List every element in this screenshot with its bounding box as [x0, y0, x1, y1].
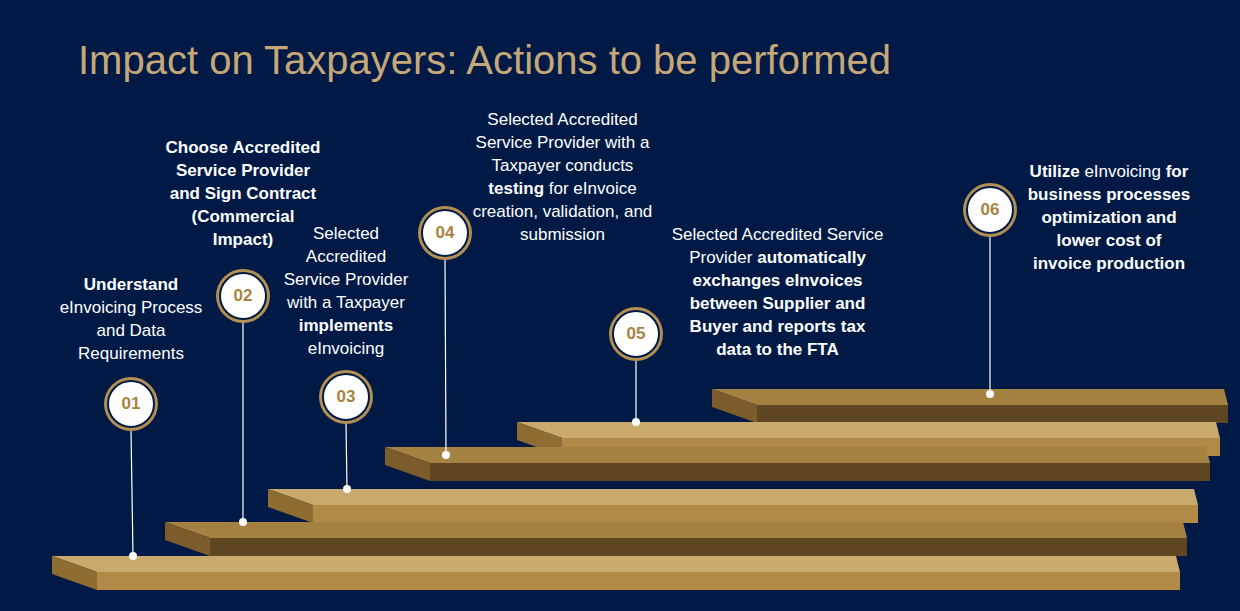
step-front	[97, 572, 1180, 590]
leader-dot	[239, 518, 247, 526]
step-end	[385, 447, 430, 481]
step-description: Choose Accredited Service Provider and S…	[163, 136, 323, 251]
step-description: Understand eInvoicing Process and Data R…	[56, 273, 206, 365]
step-description: Utilize eInvoicing for business processe…	[1025, 160, 1193, 275]
leader-dot	[442, 451, 450, 459]
step-description: Selected Accredited Service Provider wit…	[470, 108, 655, 246]
step-end	[712, 389, 757, 423]
leader-line	[445, 259, 446, 455]
callout-number: 03	[324, 375, 368, 419]
leader-line	[242, 322, 243, 522]
step-top	[52, 556, 1180, 572]
callout-number: 05	[614, 312, 658, 356]
step-circle: Understand eInvoicing Process and Data R…	[107, 380, 155, 428]
leader-dot	[986, 390, 994, 398]
step-end	[268, 489, 313, 523]
step-circle: Selected Accredited Service Provider wit…	[421, 209, 469, 257]
step-description: Selected Accredited Service Provider aut…	[670, 223, 885, 361]
step-top	[517, 422, 1220, 438]
leader-dot	[632, 418, 640, 426]
step-top	[385, 447, 1210, 463]
step-circle: Utilize eInvoicing for business processe…	[966, 186, 1014, 234]
callout-number: 04	[423, 211, 467, 255]
step-end	[52, 556, 97, 590]
callout-number: 06	[968, 188, 1012, 232]
leader-line	[131, 430, 133, 556]
step-front	[210, 538, 1187, 556]
step-circle: Selected Accredited Service Provider aut…	[612, 310, 660, 358]
leader-line	[989, 236, 990, 394]
step-front	[313, 505, 1198, 523]
step-circle: Choose Accredited Service Provider and S…	[219, 272, 267, 320]
step-top	[712, 389, 1228, 405]
callout-number: 01	[109, 382, 153, 426]
leader-dot	[343, 485, 351, 493]
step-front	[430, 463, 1210, 481]
step-top	[268, 489, 1198, 505]
step-top	[165, 522, 1187, 538]
leader-dot	[129, 552, 137, 560]
step-circle: Selected Accredited Service Provider wit…	[322, 373, 370, 421]
step-front	[757, 405, 1228, 423]
step-description: Selected Accredited Service Provider wit…	[280, 222, 412, 360]
step-end	[165, 522, 210, 556]
slide-title: Impact on Taxpayers: Actions to be perfo…	[78, 38, 891, 83]
callout-number: 02	[221, 274, 265, 318]
leader-line	[346, 423, 347, 489]
leader-line	[635, 360, 636, 422]
